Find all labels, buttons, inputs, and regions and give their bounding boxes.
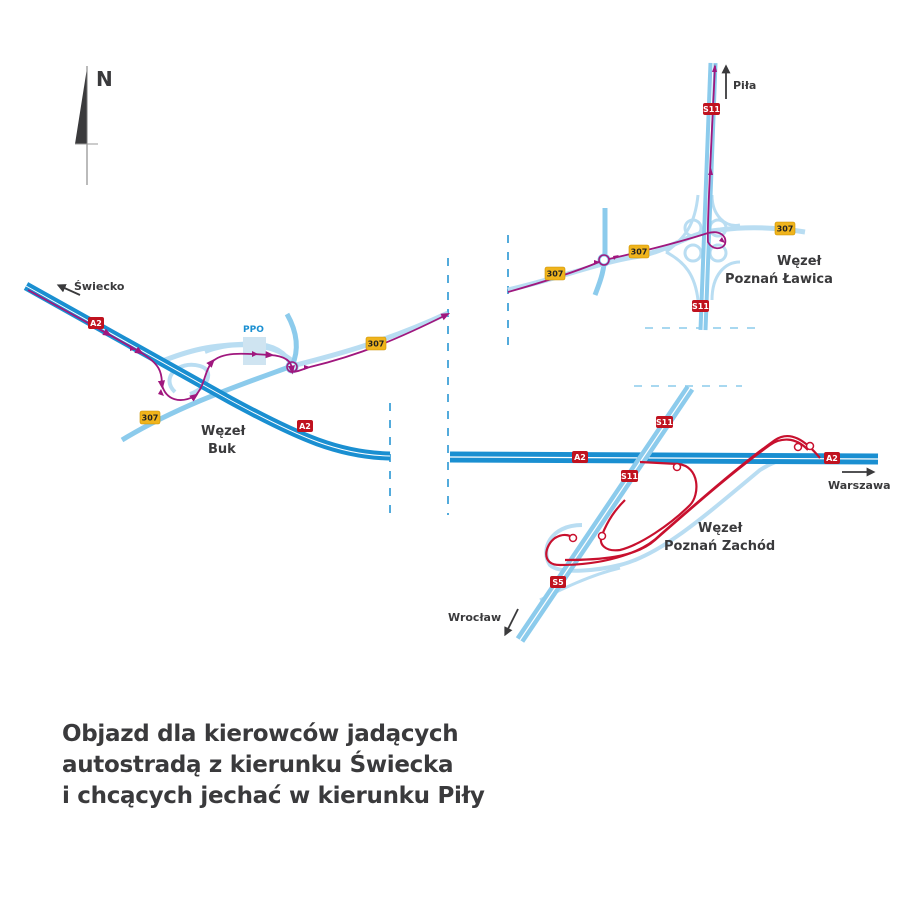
shield-307: 307: [365, 336, 387, 351]
svg-text:307: 307: [547, 270, 564, 279]
lawica-label-line2: Poznań Ławica: [725, 272, 833, 287]
shield-s5: S5: [550, 576, 566, 588]
shield-s11: S11: [656, 416, 673, 428]
shield-s11: S11: [692, 300, 709, 312]
svg-text:307: 307: [777, 225, 794, 234]
ppo-label: PPO: [243, 325, 264, 335]
buk-label-line1: Węzeł: [201, 424, 247, 439]
direction-warszawa: Warszawa: [828, 467, 891, 492]
svg-text:307: 307: [142, 414, 159, 423]
zachod-label-line1: Węzeł: [698, 521, 744, 536]
svg-text:S11: S11: [703, 105, 720, 114]
svg-text:A2: A2: [299, 422, 311, 431]
arrow-southwest-icon: [504, 608, 519, 637]
lawica-label-line1: Węzeł: [777, 254, 823, 269]
map-section-dividers: [389, 235, 755, 515]
buk-label-line2: Buk: [208, 442, 236, 457]
shield-s11: S11: [621, 470, 638, 482]
shield-307: 307: [139, 410, 161, 425]
direction-swiecko: Świecko: [56, 280, 125, 296]
interchange-buk: PPO Węzeł Buk Świecko: [23, 280, 451, 461]
wroclaw-label: Wrocław: [448, 611, 501, 624]
svg-text:A2: A2: [826, 454, 838, 463]
interchange-zachod: Węzeł Poznań Zachód Warszawa Wrocław: [448, 385, 891, 643]
shield-a2: A2: [88, 317, 104, 329]
map-caption: Objazd dla kierowców jadących autostradą…: [62, 719, 582, 812]
interchange-lawica: Węzeł Poznań Ławica Piła: [507, 62, 833, 331]
shield-307: 307: [544, 266, 566, 281]
caption-line-2: autostradą z kierunku Świecka: [62, 752, 454, 778]
caption-line-1: Objazd dla kierowców jadących: [62, 721, 459, 747]
compass-label: N: [96, 67, 113, 91]
svg-text:S11: S11: [692, 302, 709, 311]
direction-pila: Piła: [721, 64, 756, 99]
swiecko-label: Świecko: [74, 280, 125, 293]
svg-text:S11: S11: [621, 472, 638, 481]
road-shields: A2 A2 A2 A2 S11 S11 S11 S11 S5 307 307 3…: [88, 103, 840, 588]
svg-text:307: 307: [631, 248, 648, 257]
svg-text:307: 307: [368, 340, 385, 349]
caption-line-3: i chcących jechać w kierunku Piły: [62, 783, 485, 809]
pila-label: Piła: [733, 79, 756, 92]
direction-wroclaw: Wrocław: [448, 608, 519, 637]
shield-s11: S11: [703, 103, 720, 115]
warszawa-label: Warszawa: [828, 479, 891, 492]
svg-text:S5: S5: [552, 578, 564, 587]
north-arrow-icon: N: [75, 66, 113, 185]
shield-a2: A2: [824, 452, 840, 464]
shield-307: 307: [628, 244, 650, 259]
exit-markers: [568, 441, 815, 543]
shield-a2: A2: [572, 451, 588, 463]
svg-text:A2: A2: [90, 319, 102, 328]
ppo-area: [243, 337, 266, 365]
svg-text:A2: A2: [574, 453, 586, 462]
shield-a2: A2: [297, 420, 313, 432]
arrow-northwest-icon: [56, 284, 81, 296]
svg-text:S11: S11: [656, 418, 673, 427]
shield-307: 307: [774, 221, 796, 236]
zachod-label-line2: Poznań Zachód: [664, 539, 775, 554]
